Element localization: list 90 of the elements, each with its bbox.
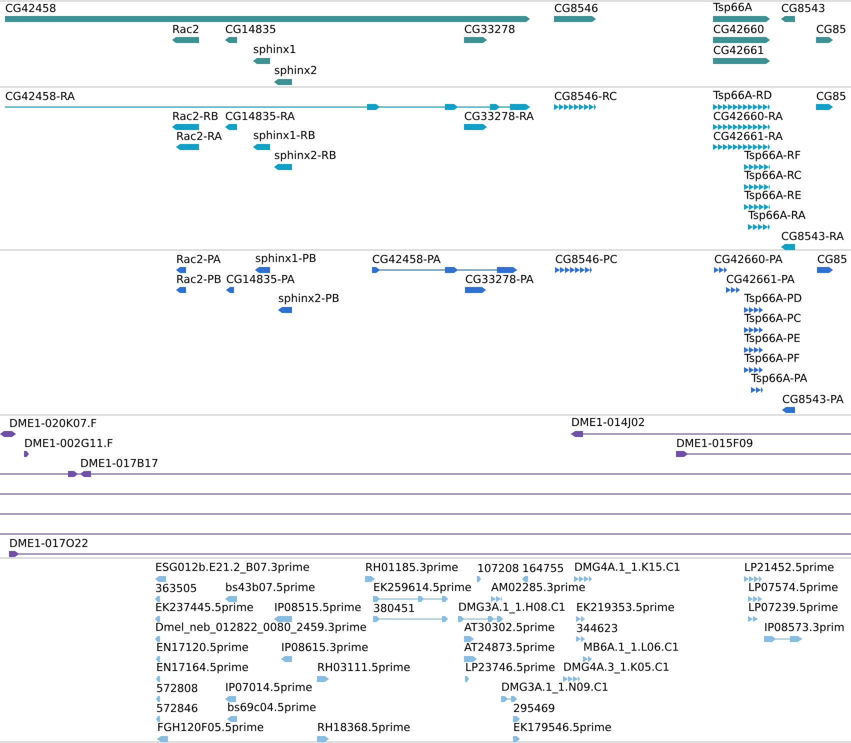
feature-label: CG33278 [464, 24, 514, 34]
feature-label: CG14835-PA [226, 274, 294, 284]
feature-label: Tsp66A-RF [744, 150, 800, 162]
feature-label: 164755 [523, 564, 564, 572]
feature-label: AT30302.5prime [464, 622, 554, 634]
feature-label: Tsp66A-RD [713, 90, 772, 102]
feature-label: sphinx2-RB [274, 150, 336, 162]
feature-label: IP08615.3prime [282, 642, 368, 654]
feature-label: AT24873.5prime [464, 642, 554, 654]
feature-label: 572846 [157, 704, 198, 712]
feature-label: CG8546 [554, 4, 598, 12]
feature-label: Tsp66A-PC [744, 314, 801, 324]
feature-label: IP07014.5prime [226, 682, 312, 694]
feature-label: Tsp66A-RA [748, 210, 806, 222]
feature-label: Tsp66A-PE [744, 334, 800, 344]
feature-label: Rac2-RA [177, 132, 222, 140]
feature-label: EK179546.5prime [514, 722, 611, 734]
feature-label: LP23746.5prime [466, 662, 555, 674]
feature-label: DMG3A.1_1.H08.C1 [459, 602, 565, 614]
feature-label: CG42661 [714, 46, 764, 54]
feature-label: RH01185.3prime [366, 562, 458, 574]
feature-label: EK259614.5prime [374, 582, 471, 594]
feature-label: FGH120F05.5prime [158, 722, 264, 734]
feature-label: RH18368.5prime [318, 722, 410, 734]
feature-label: 295469 [514, 704, 554, 712]
feature-label: bs43b07.5prime [226, 582, 314, 594]
feature-label: DME1-014J02 [572, 418, 644, 428]
feature-label: DME1-017B17 [81, 458, 158, 468]
feature-label: Tsp66A-PF [744, 354, 800, 364]
feature-label: Rac2-PA [177, 254, 221, 264]
feature-label: CG33278-RA [464, 112, 534, 120]
feature-label: EN17164.5prime [157, 662, 248, 674]
feature-label: CG42661-PA [726, 274, 794, 284]
feature-label: Rac2-RB [173, 112, 218, 120]
feature-label: Rac2-PB [177, 274, 221, 284]
feature-label: DMG3A.1_1.N09.C1 [502, 682, 608, 694]
feature-label: Tsp66A-PA [751, 374, 808, 384]
feature-label: sphinx1-RB [254, 130, 315, 142]
feature-label: Rac2 [173, 24, 198, 34]
feature-label: CG8546-PC [556, 254, 617, 264]
feature-label: 380451 [374, 604, 414, 612]
feature-label: DME1-020K07.F [10, 418, 96, 428]
feature-label: DMG4A.3_1.K05.C1 [564, 662, 668, 674]
feature-label: LP07239.5prime [749, 602, 838, 614]
feature-label: CG8543 [782, 4, 824, 12]
feature-label: Tsp66A-PD [744, 294, 802, 304]
feature-label: sphinx1 [254, 44, 296, 56]
feature-label: MB6A.1_1.L06.C1 [584, 642, 678, 654]
feature-label: CG33278-PA [466, 274, 534, 284]
feature-label: sphinx2 [274, 66, 316, 76]
feature-label: Dmel_neb_012822_0080_2459.3prime [156, 622, 366, 634]
feature-label: DME1-017O22 [10, 538, 88, 548]
feature-label: CG14835 [226, 24, 276, 34]
feature-label: CG8543-RA [782, 232, 844, 240]
feature-label: RH03111.5prime [318, 662, 410, 674]
feature-label: CG42458 [6, 4, 56, 12]
feature-label: CG85 [816, 92, 846, 100]
feature-label: LP07574.5prime [749, 582, 838, 594]
feature-label: EK237445.5prime [156, 602, 253, 614]
feature-label: CG42660-RA [714, 112, 783, 120]
feature-label: CG42661-RA [714, 132, 783, 140]
feature-label: CG42458-RA [6, 92, 75, 100]
feature-label: DMG4A.1_1.K15.C1 [575, 562, 680, 574]
feature-label: CG14835-RA [226, 112, 295, 120]
feature-label: AM02285.3prime [491, 582, 585, 594]
feature-label: EK219353.5prime [577, 602, 674, 614]
feature-label: sphinx1-PB [256, 254, 316, 264]
feature-label: CG8546-RC [554, 92, 616, 100]
feature-label: 572808 [157, 684, 198, 692]
feature-label: IP08573.3prim [765, 622, 844, 634]
feature-label: EN17120.5prime [157, 642, 248, 654]
feature-label: Tsp66A [713, 2, 752, 14]
feature-label: Tsp66A-RE [744, 190, 801, 202]
feature-label: CG42660 [714, 24, 764, 34]
feature-label: ESG012b.E21.2_B07.3prime [156, 562, 309, 574]
feature-label: LP21452.5prime [745, 562, 834, 574]
feature-label: 107208 [478, 564, 518, 572]
feature-label: CG85 [816, 24, 846, 34]
feature-label: Tsp66A-RC [744, 170, 802, 182]
feature-label: 344623 [577, 624, 618, 632]
feature-label: DME1-015F09 [677, 438, 752, 448]
feature-label: bs69c04.5prime [228, 702, 316, 714]
feature-label: IP08515.5prime [275, 602, 361, 614]
feature-label: sphinx2-PB [278, 294, 339, 304]
feature-label: CG8543-PA [782, 394, 844, 404]
feature-label: CG85 [818, 254, 846, 264]
feature-label: 363505 [156, 584, 196, 592]
feature-label: CG42458-PA [372, 254, 440, 264]
feature-label: DME1-002G11.F [25, 438, 112, 448]
feature-label: CG42660-PA [714, 254, 782, 264]
